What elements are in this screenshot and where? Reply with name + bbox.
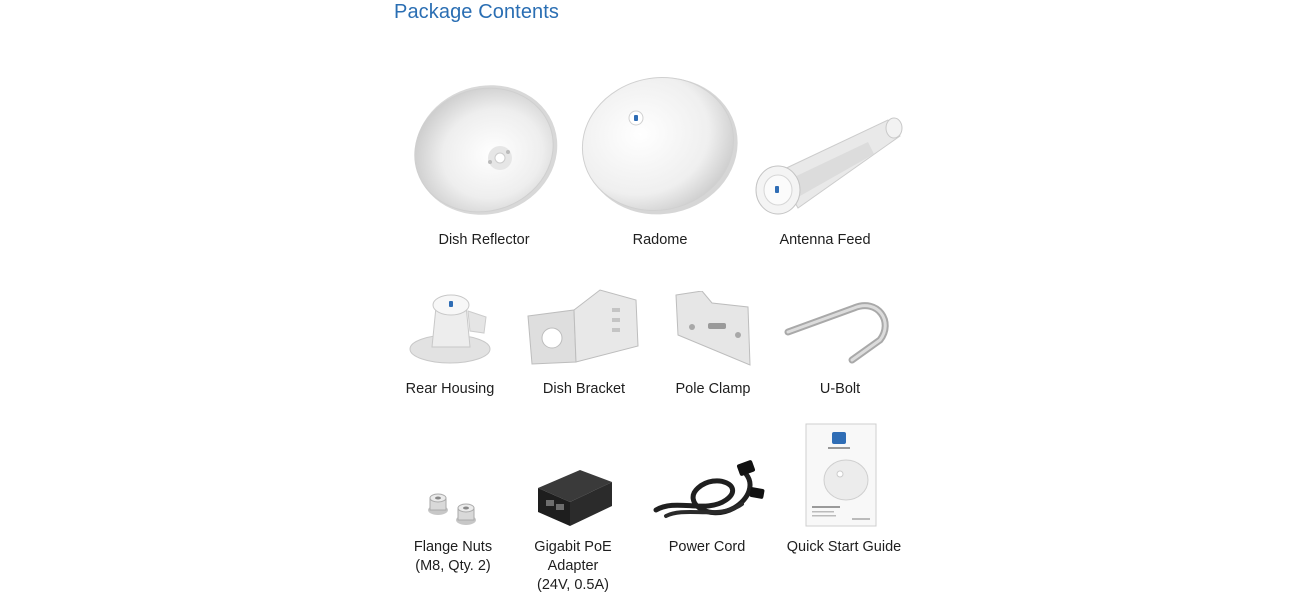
power-cord-icon	[646, 458, 768, 528]
rear-housing-icon	[406, 287, 492, 367]
item-label-quick-start-guide: Quick Start Guide	[786, 539, 902, 555]
item-label-flange-nuts: Flange Nuts (M8, Qty. 2)	[413, 539, 493, 574]
item-label-dish-reflector: Dish Reflector	[438, 232, 530, 248]
pole-clamp-icon	[672, 291, 756, 367]
item-label-dish-bracket: Dish Bracket	[542, 381, 626, 397]
page-title: Package Contents	[394, 1, 560, 23]
poe-adapter-icon	[534, 466, 616, 530]
item-label-rear-housing: Rear Housing	[405, 381, 495, 397]
flange-nuts-icon	[422, 488, 482, 528]
dish-reflector-icon	[404, 80, 564, 220]
item-label-antenna-feed: Antenna Feed	[779, 232, 871, 248]
item-label-pole-clamp: Pole Clamp	[675, 381, 751, 397]
radome-icon	[578, 70, 740, 218]
dish-bracket-icon	[524, 286, 644, 368]
item-label-radome: Radome	[632, 232, 688, 248]
item-label-u-bolt: U-Bolt	[819, 381, 861, 397]
quick-start-guide-icon	[802, 422, 880, 528]
u-bolt-icon	[782, 292, 898, 368]
item-label-poe-adapter: Gigabit PoE Adapter (24V, 0.5A)	[534, 539, 612, 593]
item-label-power-cord: Power Cord	[668, 539, 746, 555]
antenna-feed-icon	[748, 110, 908, 216]
